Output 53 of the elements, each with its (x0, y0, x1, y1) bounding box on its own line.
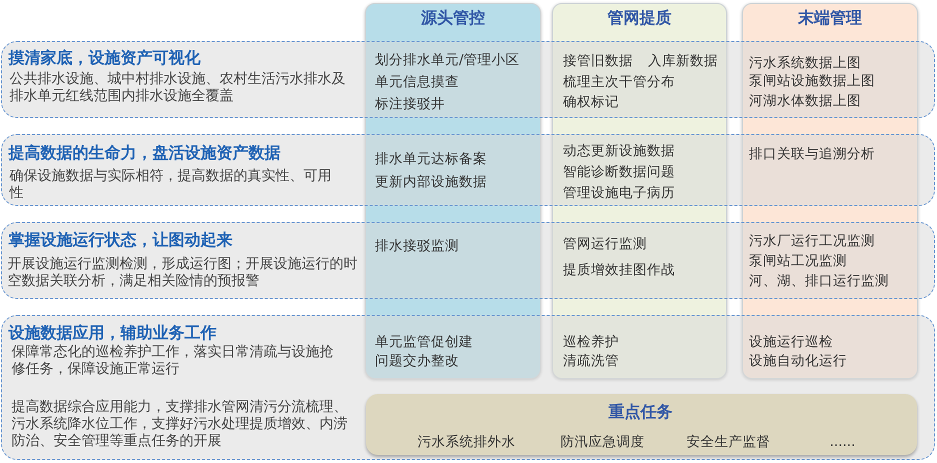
cell-text: 单元监管促创建 (375, 333, 473, 351)
task-panel (366, 394, 916, 454)
cell-text: 问题交办整改 (375, 352, 459, 370)
task-item: 安全生产监督 (686, 432, 770, 450)
row-band (1, 315, 935, 460)
row-band (1, 134, 935, 206)
cell-text: 设施自动化运行 (749, 352, 847, 370)
cell-text: 管网运行监测 (563, 235, 647, 253)
cell-text: 污水系统数据上图 (749, 54, 861, 72)
cell-text: 清疏洗管 (563, 352, 619, 370)
cell-text: 排水接驳监测 (375, 237, 459, 255)
row-band (1, 41, 935, 118)
cell-text: 河湖水体数据上图 (749, 92, 861, 110)
cell-text: 管理设施电子病历 (563, 184, 675, 202)
row-band (1, 222, 935, 299)
task-title: 重点任务 (608, 402, 672, 422)
band-title: 设施数据应用，辅助业务工作 (8, 322, 216, 342)
cell-text: 入库新数据 (648, 52, 718, 70)
band-title: 掌握设施运行状态，让图动起来 (8, 230, 232, 250)
cell-text: 更新内部设施数据 (375, 173, 487, 191)
column-panel (365, 3, 541, 379)
column-panel (742, 3, 918, 379)
band-description: 提高数据综合应用能力，支撑排水管网清污分流梳理、污水系统降水位工作，支撑好污水处理提质增效、内涝防治、安全管理等重点任务的开展 (12, 399, 348, 450)
cell-text: 排口关联与追溯分析 (749, 145, 875, 163)
cell-text: 划分排水单元/管理小区 (375, 51, 520, 69)
cell-text: 巡检养护 (563, 333, 619, 351)
column-header: 管网提质 (608, 8, 672, 28)
task-item: 防汛应急调度 (560, 432, 644, 450)
cell-text: 污水厂运行工况监测 (749, 232, 875, 250)
cell-text: 泵闸站工况监测 (749, 252, 847, 270)
cell-text: 动态更新设施数据 (563, 142, 675, 160)
cell-text: 河、湖、排口运行监测 (749, 272, 889, 290)
cell-text: 提质增效挂图作战 (563, 261, 675, 279)
column-panel (552, 3, 727, 379)
band-description: 保障常态化的巡检养护工作，落实日常清疏与设施抢修任务，保障设施正常运行 (12, 344, 334, 378)
band-description: 确保设施数据与实际相符，提高数据的真实性、可用性 (10, 168, 332, 202)
band-description: 公共排水设施、城中村排水设施、农村生活污水排水及排水单元红线范围内排水设施全覆盖 (10, 71, 346, 105)
band-title: 摸清家底，设施资产可视化 (8, 48, 200, 68)
task-item: ...... (830, 432, 856, 450)
cell-text: 确权标记 (563, 93, 619, 111)
cell-text: 标注接驳井 (375, 95, 445, 113)
band-title: 提高数据的生命力，盘活设施资产数据 (8, 142, 280, 162)
column-header: 末端管理 (798, 8, 862, 28)
cell-text: 泵闸站设施数据上图 (749, 72, 875, 90)
cell-text: 梳理主次干管分布 (563, 73, 675, 91)
cell-text: 排水单元达标备案 (375, 150, 487, 168)
column-header: 源头管控 (421, 8, 485, 28)
cell-text: 单元信息摸查 (375, 73, 459, 91)
task-item: 污水系统排外水 (418, 432, 516, 450)
cell-text: 智能诊断数据问题 (563, 163, 675, 181)
cell-text: 设施运行巡检 (749, 333, 833, 351)
band-description: 开展设施运行监测检测，形成运行图；开展设施运行的时空数据关联分析，满足相关险情的预报警 (8, 256, 358, 290)
cell-text: 接管旧数据 (563, 52, 633, 70)
